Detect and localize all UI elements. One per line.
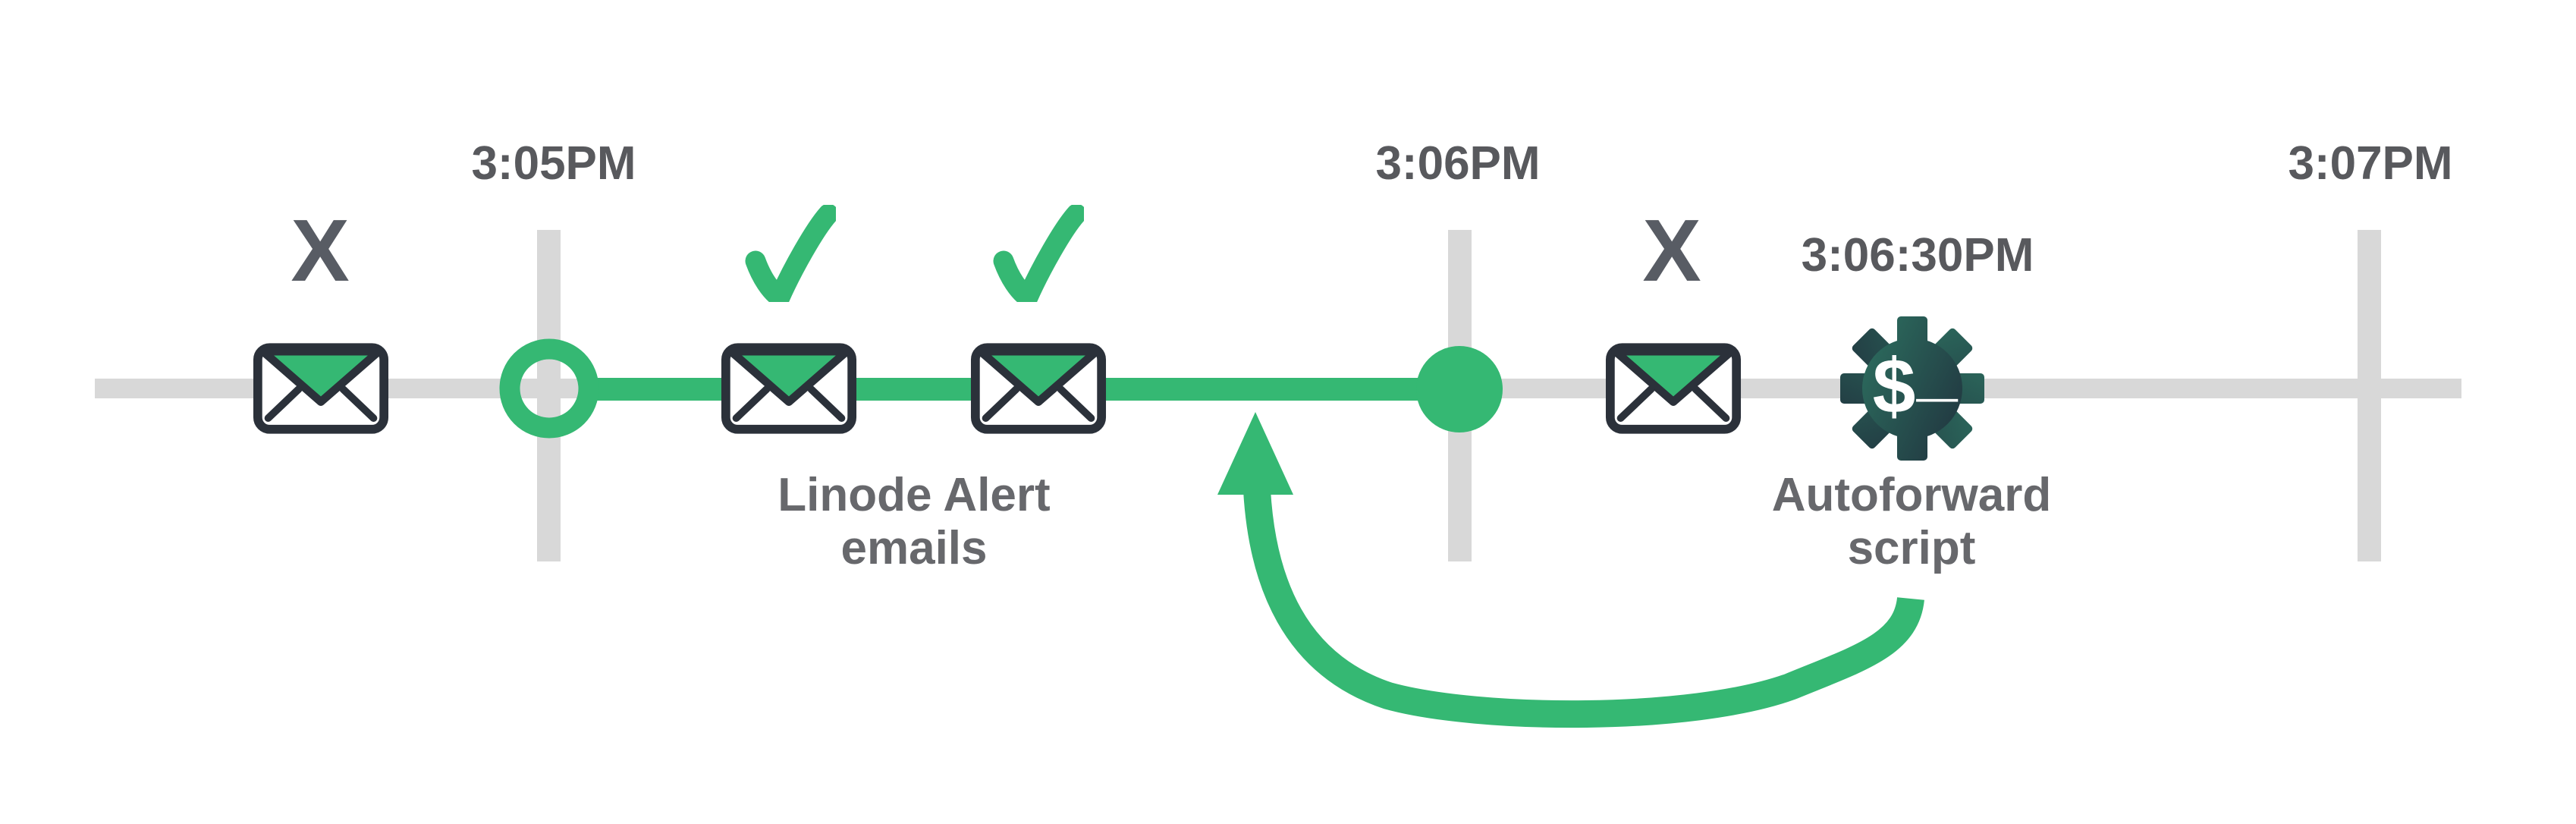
- envelope-icon-3: [975, 348, 1101, 429]
- timestamp-305pm: 3:05PM: [471, 137, 636, 190]
- envelope-icon-2: [726, 348, 852, 429]
- end-dot: [1416, 346, 1503, 432]
- start-ring: [499, 338, 599, 439]
- timestamp-306pm: 3:06PM: [1375, 137, 1541, 190]
- timestamp-30630pm: 3:06:30PM: [1801, 229, 2034, 281]
- loop-arrowhead: [1217, 412, 1293, 495]
- tick-307pm: [2358, 230, 2381, 561]
- x-mark-2: X: [1642, 201, 1701, 300]
- gear-underscore-glyph: _: [1916, 328, 1959, 409]
- alert-emails-label: Linode Alert emails: [778, 469, 1051, 574]
- autoforward-script-label: Autoforward script: [1771, 469, 2052, 574]
- check-icon-2: [1004, 214, 1076, 297]
- gear-terminal-icon: $ _: [1840, 316, 1984, 461]
- loop-arrow: [1243, 489, 1924, 728]
- x-mark-1: X: [291, 201, 350, 300]
- timestamp-307pm: 3:07PM: [2288, 137, 2453, 190]
- envelope-icon-1: [258, 348, 384, 429]
- tick-305pm: [537, 230, 561, 561]
- envelope-icon-4: [1610, 348, 1736, 429]
- gear-dollar-glyph: $: [1873, 343, 1916, 429]
- check-icon-1: [756, 214, 828, 297]
